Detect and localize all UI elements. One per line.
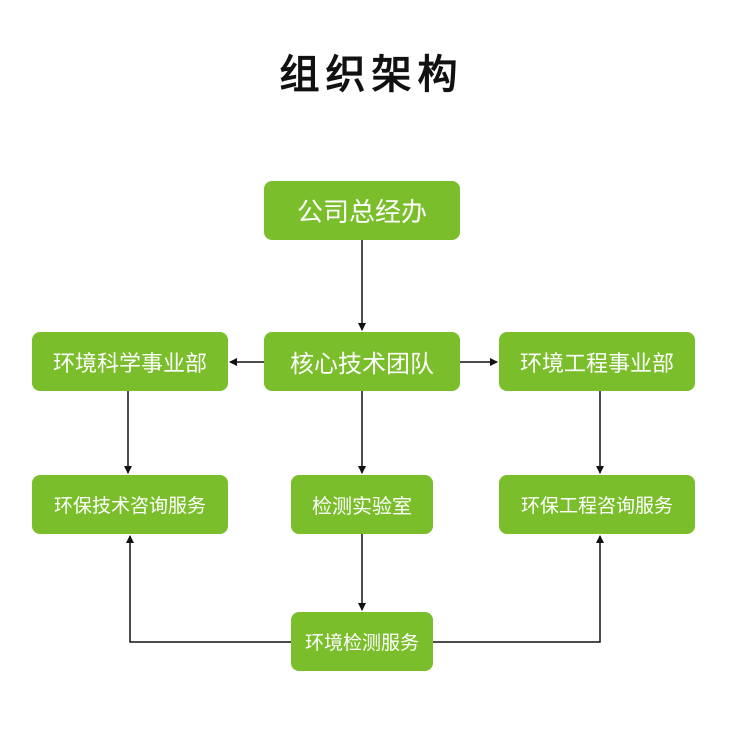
node-testing-lab: 检测实验室	[291, 475, 433, 534]
node-env-tech-consulting: 环保技术咨询服务	[32, 475, 228, 534]
node-env-engineering-dept: 环境工程事业部	[499, 332, 695, 391]
node-general-office: 公司总经办	[264, 181, 460, 240]
node-env-eng-consulting: 环保工程咨询服务	[499, 475, 695, 534]
arrow-testing-to-eng-consult	[433, 535, 604, 643]
node-env-science-dept: 环境科学事业部	[32, 332, 228, 391]
arrow-testing-to-tech-consult	[126, 535, 291, 643]
page-title: 组织架构	[279, 51, 464, 98]
node-core-tech-team: 核心技术团队	[264, 332, 460, 391]
node-env-testing-service: 环境检测服务	[291, 612, 433, 671]
